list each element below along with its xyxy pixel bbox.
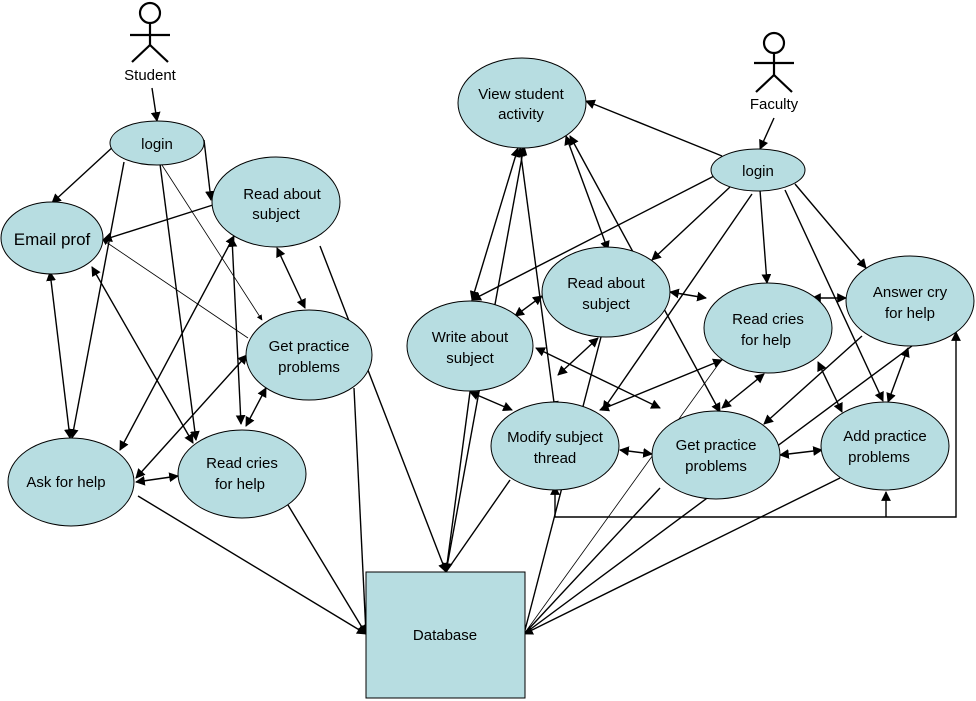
student-actor-label: Student bbox=[124, 67, 177, 84]
edge-sask-email bbox=[46, 271, 74, 439]
student-login-node: login bbox=[109, 120, 205, 166]
edge-write-fpractice bbox=[535, 347, 661, 409]
svg-text:View student: View student bbox=[478, 86, 564, 103]
edge-flogin-answer bbox=[794, 183, 867, 269]
edge-spractice-cries bbox=[245, 387, 267, 427]
edge-modify-fpractice bbox=[619, 446, 653, 458]
svg-text:subject: subject bbox=[582, 296, 630, 313]
faculty-read-cries-for-help-node: Read cries for help bbox=[703, 282, 833, 374]
edge-write-db bbox=[442, 391, 471, 573]
edge-slogin-email bbox=[51, 144, 116, 204]
faculty-get-practice-problems-node: Get practice problems bbox=[651, 410, 781, 500]
edge-fcries-fpractice bbox=[721, 373, 765, 409]
svg-text:problems: problems bbox=[278, 359, 340, 376]
edge-scries-email bbox=[91, 266, 194, 444]
edge-fpractice-add bbox=[779, 446, 823, 459]
svg-text:problems: problems bbox=[848, 449, 910, 466]
edge-fread-write bbox=[514, 295, 543, 317]
student-read-cries-for-help-node: Read cries for help bbox=[177, 429, 307, 519]
student-get-practice-problems-node: Get practice problems bbox=[245, 309, 373, 401]
svg-text:Read cries: Read cries bbox=[206, 455, 278, 472]
stick-figure-icon bbox=[754, 31, 794, 93]
edge-sread-practice bbox=[276, 247, 306, 309]
modify-subject-thread-node: Modify subject thread bbox=[490, 401, 620, 491]
student-read-about-subject-node: Read about subject bbox=[211, 156, 341, 248]
faculty-read-about-subject-node: Read about subject bbox=[541, 246, 671, 338]
edge-faculty-login bbox=[759, 117, 775, 150]
edge-sread-email bbox=[102, 203, 217, 242]
edge-flogin-fread bbox=[651, 186, 731, 261]
database-node: Database bbox=[365, 571, 526, 699]
edge-modify-db bbox=[445, 479, 511, 573]
ask-for-help-node: Ask for help bbox=[7, 437, 135, 527]
edge-sread-cries bbox=[227, 237, 246, 425]
edge-flogin-view bbox=[585, 99, 723, 157]
edge-spractice-db bbox=[353, 387, 371, 635]
answer-cry-for-help-node: Answer cry for help bbox=[845, 255, 975, 347]
stick-figure-icon bbox=[130, 1, 170, 63]
svg-text:subject: subject bbox=[252, 206, 300, 223]
svg-text:for help: for help bbox=[215, 476, 265, 493]
write-about-subject-node: Write about subject bbox=[406, 300, 534, 392]
svg-text:for help: for help bbox=[741, 332, 791, 349]
view-student-activity-node: View student activity bbox=[457, 57, 587, 149]
edge-fpractice-db bbox=[523, 487, 661, 635]
database-label: Database bbox=[413, 627, 477, 644]
faculty-login-node: login bbox=[710, 148, 806, 192]
svg-text:Answer cry: Answer cry bbox=[873, 284, 948, 301]
add-practice-problems-node: Add practice problems bbox=[820, 401, 950, 491]
svg-text:login: login bbox=[141, 136, 173, 153]
svg-text:subject: subject bbox=[446, 350, 494, 367]
svg-text:Write about: Write about bbox=[432, 329, 509, 346]
edge-flogin-fcries bbox=[759, 189, 772, 284]
edge-write-modify bbox=[469, 390, 513, 412]
edge-bottom-bus bbox=[550, 331, 961, 518]
edge-fcries-db bbox=[523, 361, 721, 635]
svg-text:Modify subject: Modify subject bbox=[507, 429, 604, 446]
svg-text:Read about: Read about bbox=[567, 275, 645, 292]
svg-text:Read cries: Read cries bbox=[732, 311, 804, 328]
edge-sread-ask bbox=[119, 235, 235, 451]
svg-text:login: login bbox=[742, 163, 774, 180]
email-prof-node: Email prof bbox=[0, 201, 104, 275]
svg-text:thread: thread bbox=[534, 450, 577, 467]
edge-add-db bbox=[523, 477, 841, 635]
edge-view-write bbox=[469, 147, 521, 301]
edge-spractice-ask bbox=[135, 354, 248, 479]
svg-text:Get practice: Get practice bbox=[676, 437, 757, 454]
faculty-actor-label: Faculty bbox=[750, 96, 799, 113]
edge-fread-fcries bbox=[669, 288, 707, 302]
student-actor: Student bbox=[124, 1, 177, 84]
faculty-actor: Faculty bbox=[750, 31, 799, 113]
svg-text:Get practice: Get practice bbox=[269, 338, 350, 355]
edge-slogin-ask bbox=[68, 161, 125, 439]
edge-student-login bbox=[150, 87, 161, 122]
edge-sread-db bbox=[319, 245, 448, 573]
edge-slogin-read bbox=[203, 139, 215, 201]
svg-text:activity: activity bbox=[498, 106, 544, 123]
edge-scries-ask bbox=[135, 472, 179, 486]
svg-text:Email prof: Email prof bbox=[14, 230, 91, 249]
svg-text:for help: for help bbox=[885, 305, 935, 322]
edge-fcries-add bbox=[817, 361, 843, 413]
edge-scries-db bbox=[287, 504, 367, 635]
svg-text:Add practice: Add practice bbox=[843, 428, 926, 445]
svg-text:problems: problems bbox=[685, 458, 747, 475]
edge-slogin-cries bbox=[159, 163, 200, 441]
svg-text:Read about: Read about bbox=[243, 186, 321, 203]
svg-text:Ask for help: Ask for help bbox=[26, 474, 105, 491]
edge-sask-db bbox=[137, 495, 367, 635]
